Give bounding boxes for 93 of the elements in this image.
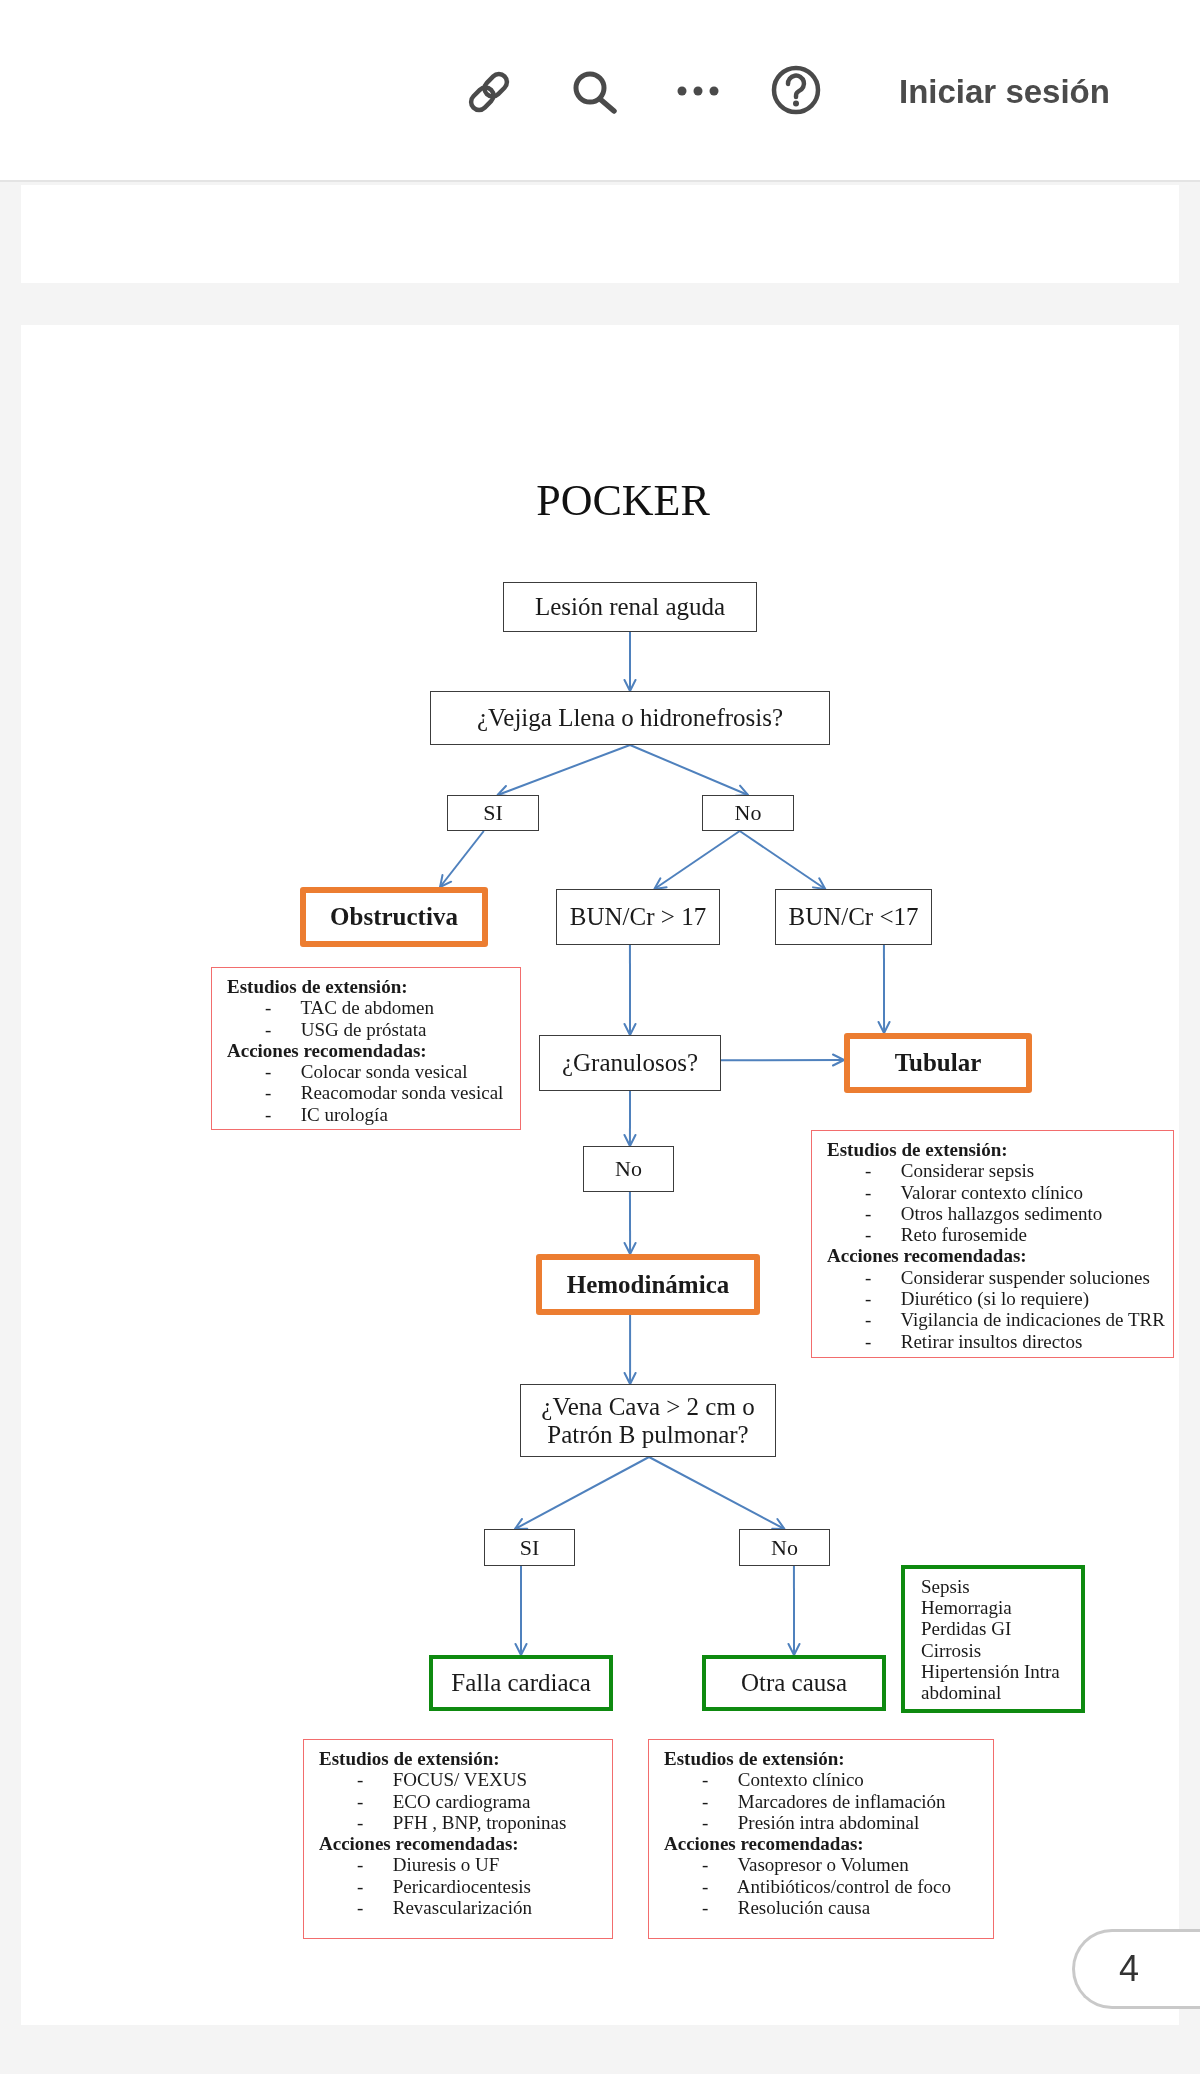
diagram-title: POCKER bbox=[536, 477, 710, 525]
list-item: - Colocar sonda vesical bbox=[265, 1061, 468, 1083]
step-label: BUN/Cr <17 bbox=[788, 903, 919, 931]
list-item: Hipertensión Intra abdominal bbox=[921, 1660, 1061, 1704]
step-label: ¿Vena Cava > 2 cm o Patrón B pulmonar? bbox=[540, 1392, 756, 1449]
step-label: Tubular bbox=[894, 1049, 982, 1077]
flow-step-box bbox=[520, 1384, 776, 1457]
list-item: - PFH , BNP, troponinas bbox=[357, 1811, 567, 1834]
outcome-box bbox=[429, 1655, 613, 1711]
arrow bbox=[629, 744, 749, 797]
step-label: Otra causa bbox=[740, 1669, 848, 1697]
details-panel bbox=[811, 1130, 1174, 1358]
arrow bbox=[787, 1565, 801, 1656]
arrow bbox=[720, 1053, 845, 1067]
flow-step-box bbox=[539, 1035, 721, 1091]
step-label: No bbox=[615, 1155, 642, 1183]
list-item: - Diuresis o UF bbox=[357, 1854, 500, 1876]
flow-step-box bbox=[556, 889, 720, 945]
flow-step-box bbox=[447, 795, 539, 831]
step-label: No bbox=[771, 1533, 798, 1562]
flow-step-box bbox=[503, 582, 757, 632]
section-heading: Acciones recomendadas: bbox=[664, 1833, 864, 1855]
outcome-box bbox=[702, 1655, 886, 1711]
list-item: - Marcadores de inflamación bbox=[702, 1790, 946, 1812]
list-item: - Considerar suspender soluciones bbox=[865, 1266, 1150, 1289]
list-item: - Antibióticos/control de foco bbox=[702, 1875, 951, 1898]
list-item: - Reto furosemide bbox=[865, 1224, 1027, 1246]
step-label: BUN/Cr > 17 bbox=[569, 903, 707, 931]
list-item: - Reacomodar sonda vesical bbox=[265, 1082, 504, 1104]
list-item: - Revascularización bbox=[357, 1897, 532, 1919]
list-item: - Valorar contexto clínico bbox=[865, 1181, 1083, 1203]
list-item: - Otros hallazgos sedimento bbox=[865, 1202, 1103, 1225]
flow-step-box bbox=[583, 1146, 674, 1192]
flow-step-box bbox=[739, 1529, 830, 1566]
list-item: Perdidas GI bbox=[921, 1618, 1012, 1640]
step-label: Hemodinámica bbox=[566, 1270, 730, 1299]
flow-step-box bbox=[430, 691, 830, 745]
list-item: Sepsis bbox=[921, 1576, 970, 1598]
step-label: Falla cardiaca bbox=[451, 1669, 591, 1697]
list-item: Cirrosis bbox=[921, 1639, 982, 1661]
causes-panel bbox=[901, 1565, 1085, 1713]
list-item: - ECO cardiograma bbox=[357, 1790, 531, 1812]
list-item: - Vasopresor o Volumen bbox=[702, 1854, 909, 1876]
list-item: Hemorragia bbox=[921, 1597, 1012, 1619]
arrow bbox=[623, 631, 637, 692]
list-item: - Pericardiocentesis bbox=[357, 1875, 531, 1898]
list-item: - Diurético (si lo requiere) bbox=[865, 1288, 1090, 1310]
list-item: - Contexto clínico bbox=[702, 1769, 864, 1791]
sign-in-button: Iniciar sesión bbox=[899, 72, 1110, 112]
arrow bbox=[439, 830, 485, 888]
step-label: SI bbox=[519, 1533, 540, 1562]
step-label: SI bbox=[483, 799, 503, 827]
details-panel bbox=[211, 967, 521, 1130]
list-item: - IC urología bbox=[265, 1103, 388, 1126]
arrow bbox=[623, 944, 637, 1036]
arrow bbox=[514, 1565, 528, 1656]
diagnosis-box bbox=[844, 1033, 1032, 1093]
arrow bbox=[738, 830, 827, 890]
list-item: - USG de próstata bbox=[265, 1018, 427, 1040]
flow-step-box bbox=[775, 889, 932, 945]
flow-step-box bbox=[702, 795, 794, 831]
arrow bbox=[653, 830, 741, 890]
diagnosis-box bbox=[536, 1254, 760, 1315]
section-heading: Acciones recomendadas: bbox=[827, 1245, 1027, 1267]
section-heading: Estudios de extensión: bbox=[664, 1748, 845, 1770]
list-item: - Presión intra abdominal bbox=[702, 1811, 920, 1834]
list-item: - Vigilancia de indicaciones de TRR bbox=[865, 1309, 1165, 1331]
list-item: - TAC de abdomen bbox=[265, 997, 434, 1019]
list-item: - Considerar sepsis bbox=[865, 1160, 1035, 1182]
details-panel bbox=[303, 1739, 613, 1939]
details-panel bbox=[648, 1739, 994, 1939]
section-heading: Estudios de extensión: bbox=[827, 1139, 1008, 1161]
list-item: - Retirar insultos directos bbox=[865, 1330, 1083, 1352]
arrow bbox=[623, 1090, 637, 1147]
diagnosis-box bbox=[300, 887, 488, 947]
step-label: ¿Granulosos? bbox=[561, 1049, 699, 1077]
list-item: - Resolución causa bbox=[702, 1897, 871, 1919]
section-heading: Estudios de extensión: bbox=[319, 1748, 500, 1770]
section-heading: Acciones recomendadas: bbox=[319, 1833, 519, 1855]
section-heading: Estudios de extensión: bbox=[227, 976, 408, 998]
section-heading: Acciones recomendadas: bbox=[227, 1039, 427, 1062]
arrow bbox=[513, 1456, 650, 1530]
step-label: Obstructiva bbox=[330, 903, 458, 931]
page-number-indicator: 4 bbox=[1072, 1929, 1200, 2009]
arrow bbox=[877, 944, 891, 1034]
flow-step-box bbox=[484, 1529, 575, 1566]
arrow bbox=[648, 1456, 786, 1530]
arrow bbox=[623, 1191, 637, 1255]
step-label: ¿Vejiga Llena o hidronefrosis? bbox=[476, 704, 784, 732]
step-label: No bbox=[734, 799, 762, 827]
arrow bbox=[623, 1314, 637, 1385]
list-item: - FOCUS/ VEXUS bbox=[357, 1769, 528, 1791]
step-label: Lesión renal aguda bbox=[534, 593, 726, 621]
